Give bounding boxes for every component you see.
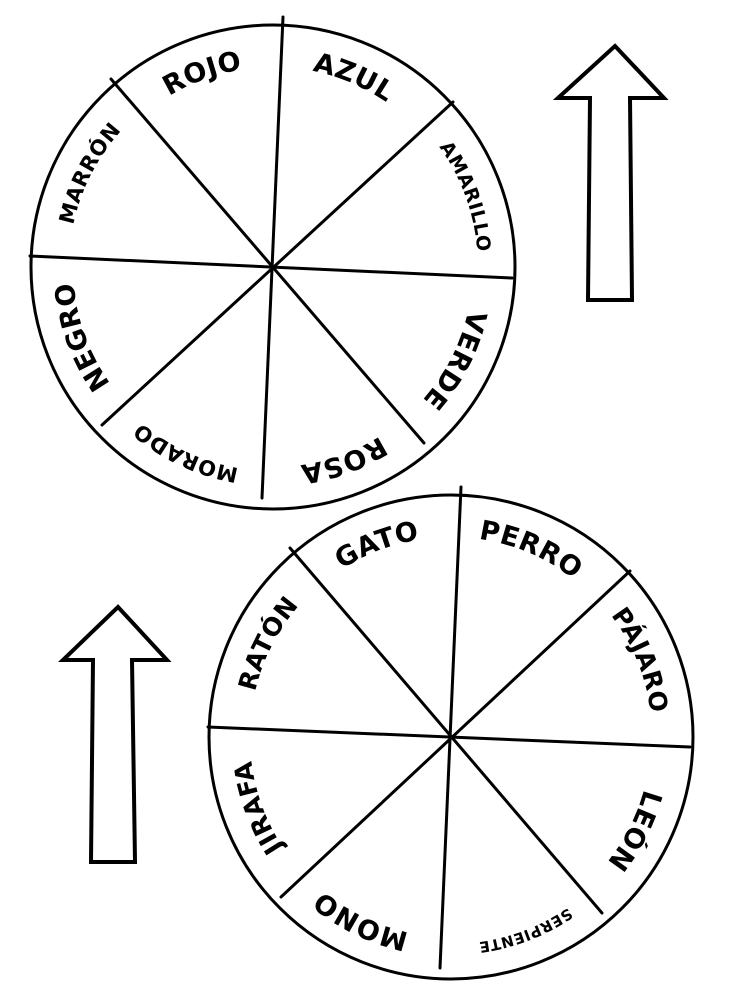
wheel-divider (260, 15, 285, 500)
wheel-divider (438, 485, 463, 970)
colors-wheel[interactable]: AZULAMARILLOVERDEROSAMORADONEGROMARRÓNRO… (28, 15, 517, 511)
wheel-divider (288, 546, 604, 915)
animals-wheel[interactable]: PERROPÁJAROLEÓNSERPIENTEMONOJIRAFARATÓNG… (206, 485, 695, 981)
wheel-divider (279, 569, 632, 899)
arrow-pointer-bottom[interactable] (58, 604, 172, 864)
arrow-pointer-top[interactable] (552, 43, 669, 302)
wheel-divider (206, 725, 692, 749)
wheel-divider (100, 100, 455, 427)
arrow-up-left-icon (58, 604, 172, 864)
arrow-up-right-icon (552, 43, 669, 302)
wheel-divider (109, 77, 426, 445)
